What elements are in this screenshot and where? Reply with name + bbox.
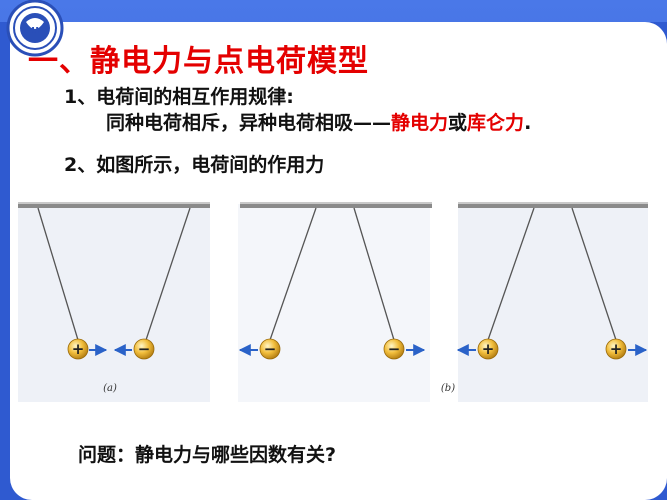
svg-text:−: − <box>138 340 151 358</box>
svg-text:−: − <box>388 340 401 358</box>
ceiling-bar-a <box>18 202 210 208</box>
ceiling-bar-b2 <box>458 202 648 208</box>
svg-text:ʉ: ʉ <box>30 23 40 36</box>
rule-or: 或 <box>448 112 468 134</box>
negative-charge-ball: − <box>383 338 405 360</box>
svg-text:+: + <box>72 340 85 358</box>
coulomb-force-term: 库仑力 <box>467 112 525 134</box>
positive-charge-ball: + <box>605 338 627 360</box>
rule-period: . <box>524 112 532 134</box>
rule-text: 同种电荷相斥，异种电荷相吸—— <box>106 112 392 134</box>
electrostatic-force-term: 静电力 <box>391 112 449 134</box>
positive-charge-ball: + <box>67 338 89 360</box>
negative-charge-ball: − <box>259 338 281 360</box>
point-2-heading: 2、如图所示，电荷间的作用力 <box>64 154 325 176</box>
negative-charge-ball: − <box>133 338 155 360</box>
point-1-heading: 1、电荷间的相互作用规律: <box>64 86 294 108</box>
positive-charge-ball: + <box>477 338 499 360</box>
school-logo-icon: ʉ <box>6 0 64 57</box>
ceiling-bar-b1 <box>240 202 432 208</box>
svg-text:−: − <box>264 340 277 358</box>
point-1-rule: 同种电荷相斥，异种电荷相吸——静电力或库仑力. <box>106 108 531 135</box>
charge-interaction-figure: + − (a) − − + + (b) <box>18 202 648 402</box>
svg-text:+: + <box>610 340 623 358</box>
figure-label-b: (b) <box>441 383 455 394</box>
question-text: 问题：静电力与哪些因数有关? <box>78 444 337 466</box>
svg-text:+: + <box>482 340 495 358</box>
figure-label-a: (a) <box>103 383 117 394</box>
slide-title: 一、静电力与点电荷模型 <box>28 44 369 79</box>
